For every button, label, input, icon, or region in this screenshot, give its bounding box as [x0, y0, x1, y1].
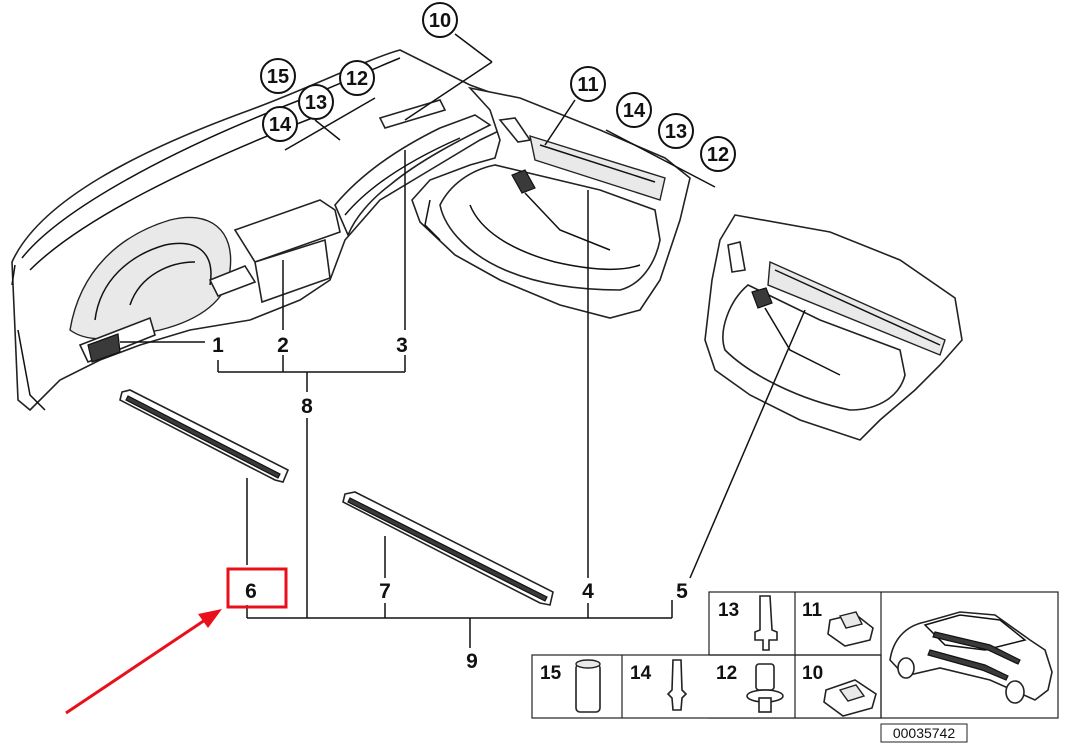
legend-label-13: 13	[718, 600, 739, 621]
callout-13-door: 13	[658, 113, 694, 149]
label-3: 3	[396, 334, 408, 357]
clip-15-icon	[575, 659, 601, 713]
callout-15-label: 15	[267, 66, 289, 88]
label-5: 5	[676, 580, 688, 603]
legend-cell-14: 14	[630, 659, 688, 711]
legend-cell-10: 10	[802, 663, 877, 717]
callout-13-dash-label: 13	[305, 92, 327, 114]
rear-door-illustration	[704, 214, 963, 441]
callout-12-dash: 12	[339, 60, 375, 96]
legend-label-15: 15	[540, 663, 562, 684]
part-number-label: 00035742	[893, 725, 956, 741]
callout-11: 11	[570, 66, 606, 102]
legend-label-11: 11	[802, 600, 823, 621]
label-1: 1	[212, 334, 224, 357]
legend-label-14: 14	[630, 663, 652, 684]
strip-6-illustration	[119, 389, 290, 483]
label-2: 2	[277, 334, 289, 357]
label-8: 8	[301, 395, 313, 418]
legend-cell-12: 12	[716, 663, 784, 713]
clip-12-icon	[746, 663, 784, 713]
legend-label-10: 10	[802, 663, 823, 684]
callout-12-dash-label: 12	[346, 68, 368, 90]
legend-table: 13 11 15 14 12	[531, 591, 1059, 719]
callout-14-dash: 14	[262, 106, 298, 142]
label-6: 6	[245, 580, 257, 603]
callout-10-label: 10	[429, 10, 451, 32]
clip-10-icon	[823, 679, 877, 717]
legend-cell-13: 13	[718, 595, 778, 651]
callout-14-dash-label: 14	[269, 114, 292, 136]
highlight-box-6: 6	[226, 567, 288, 609]
leader-lines	[120, 33, 806, 648]
label-9: 9	[466, 650, 478, 673]
clip-11-icon	[827, 611, 874, 647]
callout-11-label: 11	[577, 74, 598, 96]
callout-12-door: 12	[700, 136, 736, 172]
legend-cell-11: 11	[802, 600, 874, 647]
callout-13-dash: 13	[298, 84, 334, 120]
legend-label-12: 12	[716, 663, 737, 684]
callout-12-door-label: 12	[707, 144, 729, 166]
label-7: 7	[379, 580, 391, 603]
callout-15: 15	[260, 58, 296, 94]
front-door-illustration	[411, 86, 691, 319]
callout-10: 10	[422, 2, 458, 38]
callout-14-door: 14	[616, 92, 652, 128]
callout-13-door-label: 13	[665, 121, 687, 143]
clip-13-icon	[754, 595, 778, 651]
dashboard-illustration	[11, 49, 522, 412]
label-4: 4	[582, 580, 594, 603]
legend-cell-15: 15	[540, 659, 601, 713]
clip-14-icon	[666, 659, 688, 711]
car-thumbnail	[889, 611, 1053, 704]
strip-7-illustration	[342, 491, 554, 606]
part-number-box: 00035742	[880, 723, 968, 743]
red-arrow	[65, 609, 222, 715]
callout-14-door-label: 14	[623, 100, 646, 122]
